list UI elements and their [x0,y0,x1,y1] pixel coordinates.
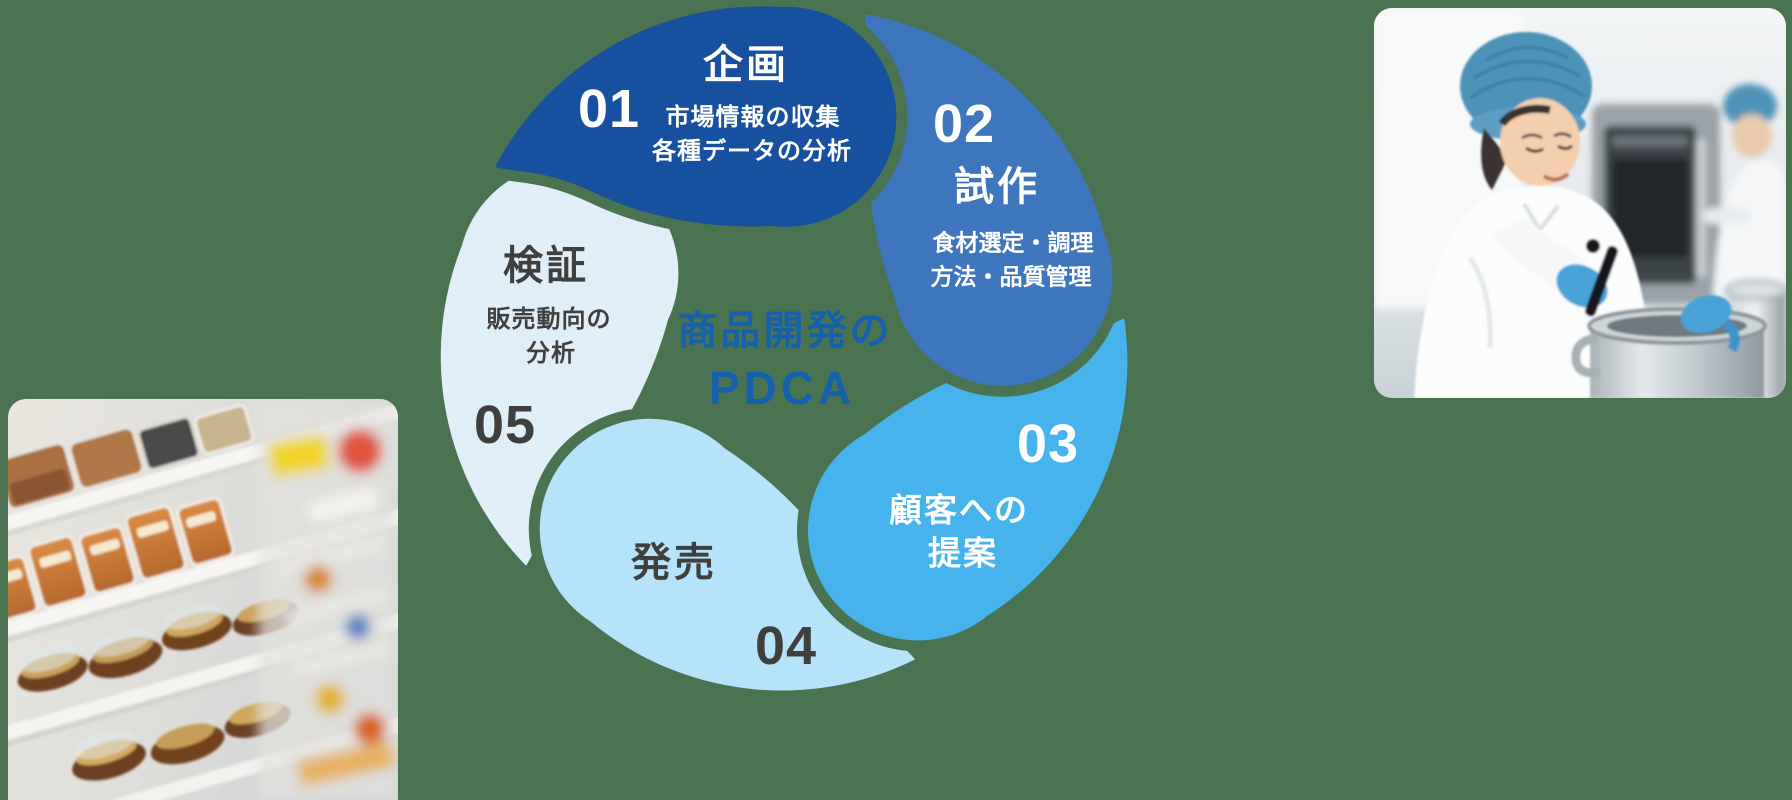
kitchen-illustration [1374,8,1786,398]
kitchen-worker-photo [1374,8,1786,398]
center-title-line2: PDCA [708,362,856,414]
step-01-desc-line1: 市場情報の収集 [665,104,841,131]
deli-shelf-illustration [8,399,398,800]
step-05-desc-line2: 分析 [526,340,576,367]
deli-shelf-photo [8,399,398,800]
step-03-title-line2: 提案 [928,534,998,572]
step-04-number: 04 [754,616,818,676]
step-02-title: 試作 [954,165,1040,209]
step-01-number: 01 [577,79,641,139]
step-01-title: 企画 [703,43,789,87]
step-03-number: 03 [1016,414,1080,474]
step-03-title-line1: 顧客への [889,491,1029,529]
center-title-line1: 商品開発の [677,309,893,353]
step-02-desc-line2: 方法・品質管理 [930,263,1092,290]
step-02-number: 02 [932,94,996,154]
step-05-title: 検証 [503,244,589,288]
step-05-desc-line1: 販売動向の [486,306,612,333]
step-02-desc-line1: 食材選定・調理 [932,229,1094,256]
step-04-title: 発売 [631,541,717,585]
step-01-desc-line2: 各種データの分析 [652,138,852,165]
step-05-number: 05 [473,395,537,455]
